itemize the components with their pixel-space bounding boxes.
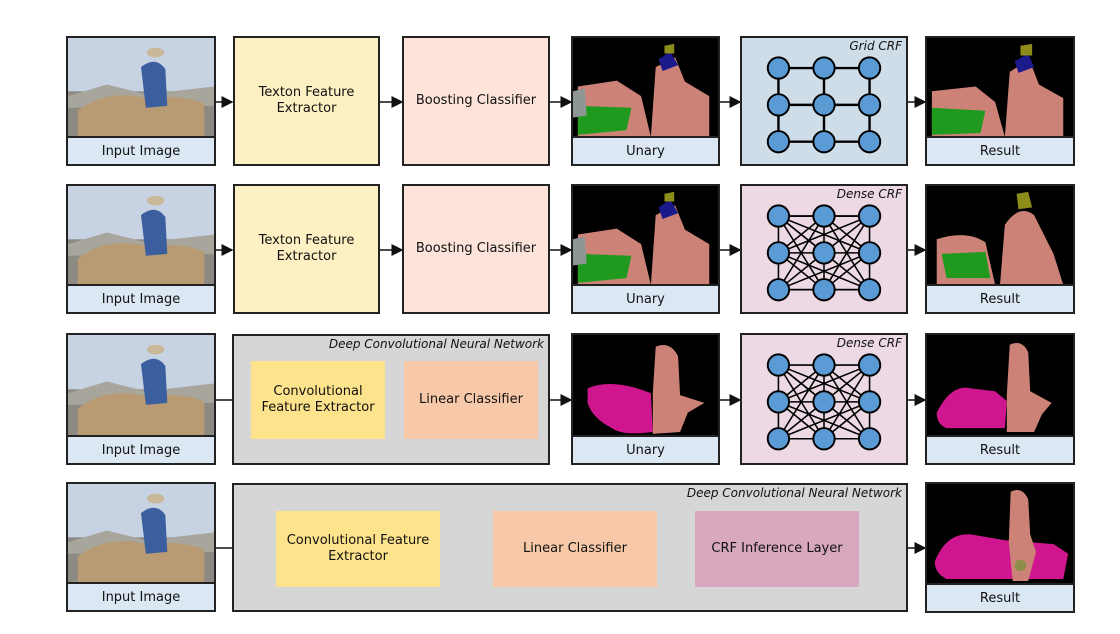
row1-texton-feature-extractor: Texton Feature Extractor xyxy=(233,36,380,166)
row3-deep-cnn-container: Deep Convolutional Neural Network Convol… xyxy=(232,334,550,465)
row3-conv-feature-extractor: Convolutional Feature Extractor xyxy=(251,361,385,439)
row1-result-segmentation xyxy=(927,38,1073,137)
row3-unary-panel: Unary xyxy=(571,333,720,465)
row2-input-label: Input Image xyxy=(68,284,214,312)
row2-result-panel: Result xyxy=(925,184,1075,314)
horse-rider-photo xyxy=(68,38,214,137)
row2-result-segmentation xyxy=(927,186,1073,285)
row3-result-segmentation xyxy=(927,335,1073,436)
row3-input-image-panel: Input Image xyxy=(66,333,216,465)
row3-unary-segmentation xyxy=(573,335,718,436)
row3-crf-title: Dense CRF xyxy=(836,336,902,350)
dense-crf-graph xyxy=(766,204,882,302)
horse-rider-photo xyxy=(68,186,214,285)
dense-crf-graph xyxy=(766,353,882,451)
row1-input-label: Input Image xyxy=(68,136,214,164)
row3-dense-crf-panel: Dense CRF xyxy=(740,333,908,465)
row4-deep-cnn-container: Deep Convolutional Neural Network Convol… xyxy=(232,483,908,612)
row3-input-label: Input Image xyxy=(68,435,214,463)
row3-result-label: Result xyxy=(927,435,1073,463)
row3-network-title: Deep Convolutional Neural Network xyxy=(328,337,544,351)
horse-rider-photo xyxy=(68,335,214,436)
row4-conv-feature-extractor: Convolutional Feature Extractor xyxy=(276,511,440,587)
row1-result-panel: Result xyxy=(925,36,1075,166)
row4-crf-inference-layer: CRF Inference Layer xyxy=(695,511,859,587)
row1-unary-segmentation xyxy=(573,38,718,137)
row1-grid-crf-panel: Grid CRF xyxy=(740,36,908,166)
row2-boosting-classifier: Boosting Classifier xyxy=(402,184,550,314)
row1-boosting-classifier: Boosting Classifier xyxy=(402,36,550,166)
row1-result-label: Result xyxy=(927,136,1073,164)
row2-unary-panel: Unary xyxy=(571,184,720,314)
row2-dense-crf-panel: Dense CRF xyxy=(740,184,908,314)
row4-result-segmentation xyxy=(927,484,1073,584)
row2-input-image-panel: Input Image xyxy=(66,184,216,314)
row4-result-label: Result xyxy=(927,583,1073,611)
row1-input-image-panel: Input Image xyxy=(66,36,216,166)
row4-input-image-panel: Input Image xyxy=(66,482,216,612)
row3-result-panel: Result xyxy=(925,333,1075,465)
row2-result-label: Result xyxy=(927,284,1073,312)
row4-network-title: Deep Convolutional Neural Network xyxy=(686,486,902,500)
row2-unary-segmentation xyxy=(573,186,718,285)
row4-input-label: Input Image xyxy=(68,582,214,610)
row1-unary-label: Unary xyxy=(573,136,718,164)
horse-rider-photo xyxy=(68,484,214,583)
grid-crf-graph xyxy=(766,56,882,154)
row4-linear-classifier: Linear Classifier xyxy=(493,511,657,587)
row1-unary-panel: Unary xyxy=(571,36,720,166)
row3-unary-label: Unary xyxy=(573,435,718,463)
row1-crf-title: Grid CRF xyxy=(849,39,902,53)
row2-texton-feature-extractor: Texton Feature Extractor xyxy=(233,184,380,314)
row3-linear-classifier: Linear Classifier xyxy=(404,361,538,439)
row4-result-panel: Result xyxy=(925,482,1075,613)
row2-unary-label: Unary xyxy=(573,284,718,312)
row2-crf-title: Dense CRF xyxy=(836,187,902,201)
